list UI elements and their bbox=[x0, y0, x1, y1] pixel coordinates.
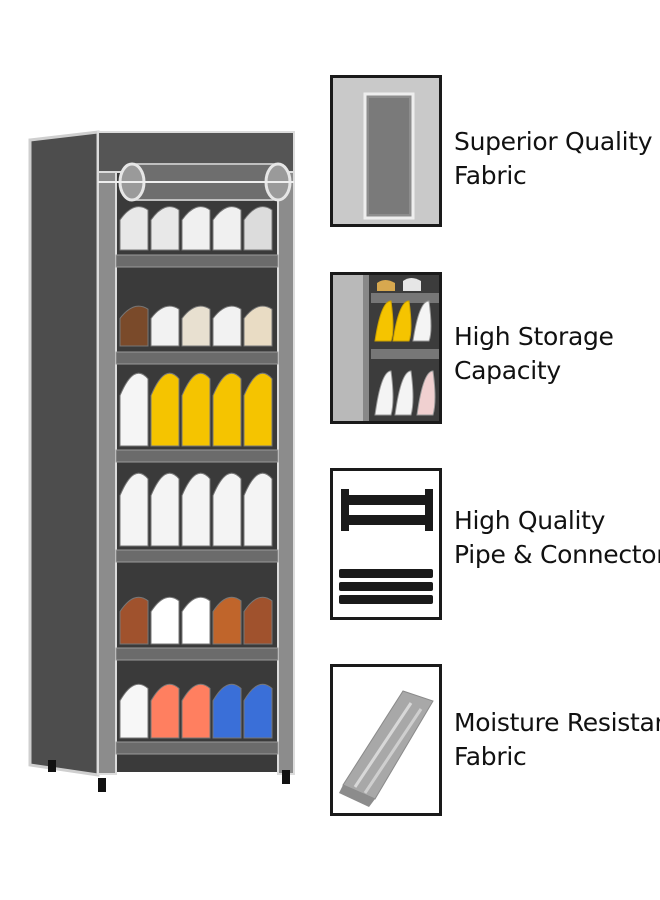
shoe bbox=[212, 305, 242, 347]
shoe bbox=[150, 372, 180, 447]
feature-title-line1: Superior Quality bbox=[454, 127, 653, 156]
feature-moisture-resistant: Moisture Resistant Fabric bbox=[330, 664, 660, 824]
shoe bbox=[212, 472, 242, 547]
shoe bbox=[150, 305, 180, 347]
rack-shelf bbox=[115, 741, 279, 755]
shoe bbox=[150, 206, 180, 251]
rack-shelf bbox=[115, 449, 279, 463]
pipe-connector-icon bbox=[330, 468, 442, 620]
shoe bbox=[181, 472, 211, 547]
fabric-fold-icon bbox=[330, 664, 442, 816]
feature-title-line2: Pipe & Connectors bbox=[454, 540, 660, 569]
shoe bbox=[243, 472, 273, 547]
fabric-panel-icon bbox=[330, 75, 442, 227]
feature-pipe-connectors: High Quality Pipe & Connectors bbox=[330, 468, 660, 628]
shoe bbox=[243, 305, 273, 347]
rack-shelf bbox=[115, 647, 279, 661]
shoe bbox=[181, 372, 211, 447]
shoe bbox=[150, 683, 180, 739]
shoe bbox=[181, 683, 211, 739]
shoe bbox=[243, 206, 273, 251]
feature-title-line2: Fabric bbox=[454, 742, 527, 771]
shoe bbox=[212, 206, 242, 251]
shoe bbox=[119, 206, 149, 251]
shoe bbox=[119, 683, 149, 739]
shoe bbox=[119, 472, 149, 547]
shoe bbox=[181, 206, 211, 251]
feature-superior-fabric: Superior Quality Fabric bbox=[330, 75, 660, 235]
shoe bbox=[243, 683, 273, 739]
shoe bbox=[119, 305, 149, 347]
rack-shelf bbox=[115, 254, 279, 268]
shoe bbox=[150, 472, 180, 547]
shoe bbox=[119, 372, 149, 447]
shoe bbox=[150, 596, 180, 645]
shoe bbox=[243, 596, 273, 645]
rack-shelf bbox=[115, 351, 279, 365]
rack-shelf bbox=[115, 549, 279, 563]
feature-title-line2: Capacity bbox=[454, 356, 561, 385]
feature-title-line2: Fabric bbox=[454, 161, 527, 190]
shoe bbox=[243, 372, 273, 447]
shoe bbox=[212, 372, 242, 447]
shoe bbox=[212, 683, 242, 739]
shoe-rack-image bbox=[28, 130, 295, 792]
shoe-shelves-icon bbox=[330, 272, 442, 424]
feature-title-line1: Moisture Resistant bbox=[454, 708, 660, 737]
shoe bbox=[181, 596, 211, 645]
feature-title-line1: High Storage bbox=[454, 322, 614, 351]
feature-title-line1: High Quality bbox=[454, 506, 606, 535]
shoe bbox=[119, 596, 149, 645]
shoe bbox=[181, 305, 211, 347]
feature-storage-capacity: High Storage Capacity bbox=[330, 272, 660, 432]
shoe bbox=[212, 596, 242, 645]
